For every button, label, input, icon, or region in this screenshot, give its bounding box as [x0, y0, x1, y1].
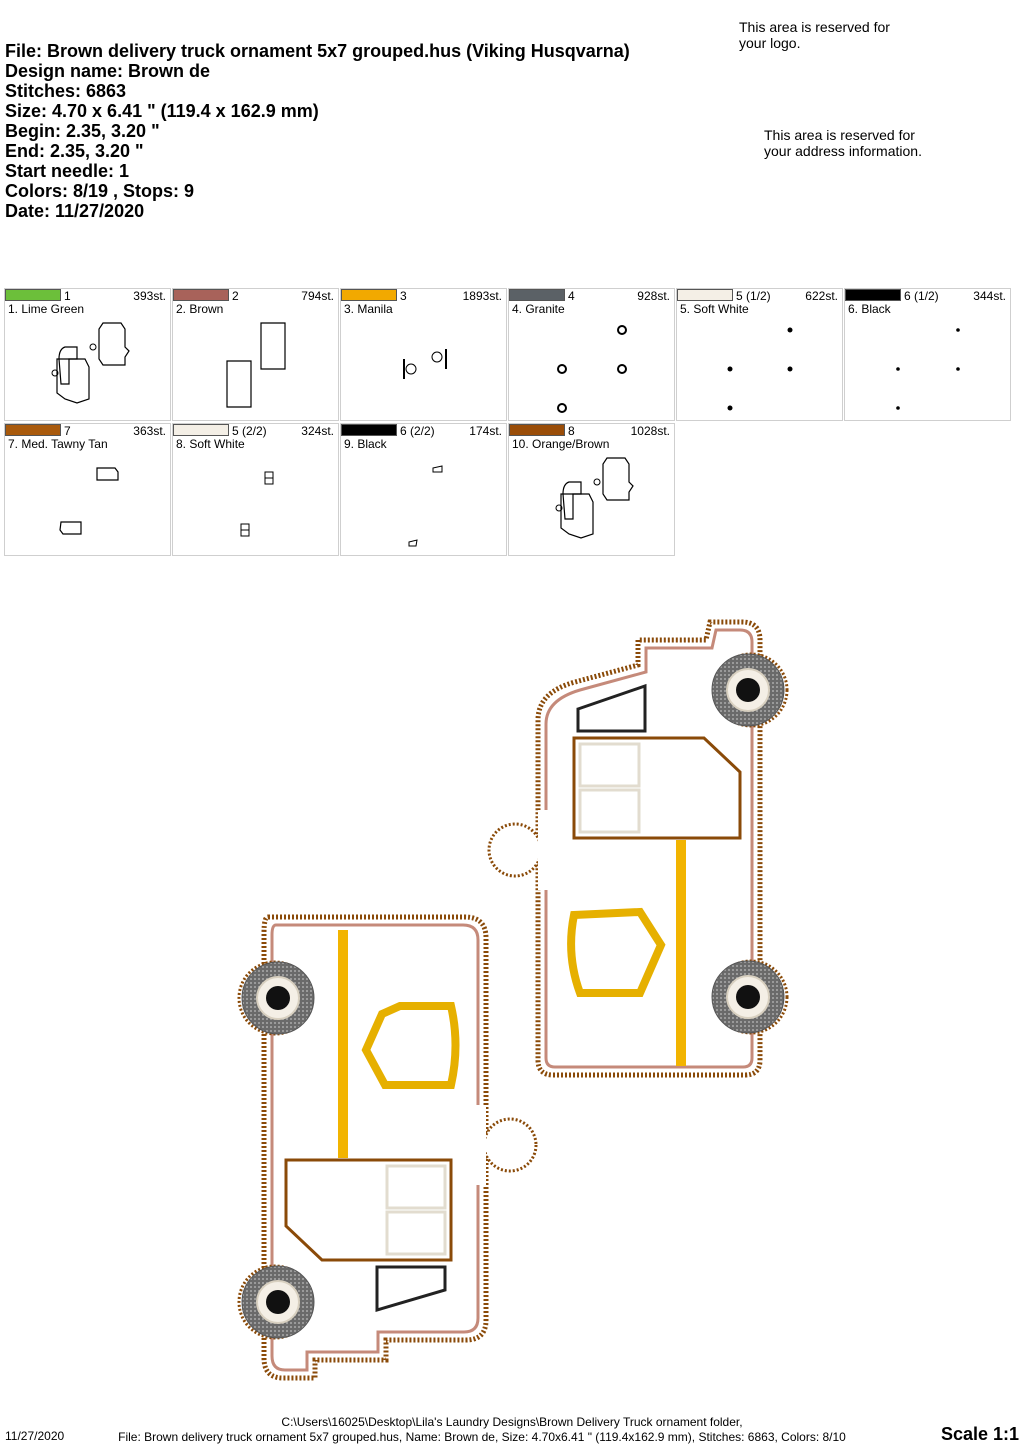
stitch-count: 174st.	[469, 424, 502, 438]
file-line: File: Brown delivery truck ornament 5x7 …	[5, 41, 630, 61]
needle-number: 2	[232, 289, 239, 303]
color-name: 9. Black	[344, 437, 387, 451]
color-name: 2. Brown	[176, 302, 224, 316]
color-swatch	[509, 289, 565, 301]
stitch-count: 393st.	[133, 289, 166, 303]
color-name: 3. Manila	[344, 302, 393, 316]
footer-info-line: File: Brown delivery truck ornament 5x7 …	[118, 1430, 846, 1444]
color-swatch	[509, 424, 565, 436]
color-cell-8: 5 (2/2) 324st. 8. Soft White	[172, 423, 339, 556]
end-line: End: 2.35, 3.20 "	[5, 141, 144, 161]
truck-a-cargo-panel	[284, 1158, 453, 1262]
color-name: 8. Soft White	[176, 437, 245, 451]
needle-number: 6 (2/2)	[400, 424, 435, 438]
start-needle-line: Start needle: 1	[5, 161, 130, 181]
truck-a-logo-shield	[361, 1002, 460, 1089]
footer-file-info: C:\Users\16025\Desktop\Lila's Laundry De…	[0, 1415, 1024, 1445]
color-name: 7. Med. Tawny Tan	[8, 437, 108, 451]
stitch-preview-thumbnail	[59, 467, 119, 535]
stitch-count: 928st.	[637, 289, 670, 303]
stitch-preview-thumbnail	[555, 457, 634, 539]
color-name: 5. Soft White	[680, 302, 749, 316]
color-name: 6. Black	[848, 302, 891, 316]
needle-number: 6 (1/2)	[904, 289, 939, 303]
truck-b-wheel-bottom	[713, 959, 789, 1035]
design-name-line: Design name: Brown de	[5, 61, 211, 81]
color-swatch	[5, 289, 61, 301]
stitch-preview-thumbnail	[240, 471, 274, 537]
stitch-preview-thumbnail	[408, 465, 443, 547]
color-cell-2: 2 794st. 2. Brown	[172, 288, 339, 421]
stitches-line: Stitches: 6863	[5, 81, 127, 101]
address-note: This area is reserved for your address i…	[764, 127, 922, 159]
color-swatch	[173, 289, 229, 301]
truck-b-hanger-loop	[487, 822, 543, 878]
truck-b-outline	[535, 619, 763, 1078]
scale-label: Scale 1:1	[940, 1424, 1019, 1444]
stitch-count: 1028st.	[630, 424, 670, 438]
stitch-count: 794st.	[301, 289, 334, 303]
color-cell-4: 4 928st. 4. Granite	[508, 288, 675, 421]
truck-a-hanger-loop	[482, 1117, 538, 1173]
truck-a-door-stripe	[338, 930, 348, 1158]
stitch-preview-thumbnail	[557, 325, 627, 413]
stitch-preview-thumbnail	[226, 322, 286, 408]
needle-number: 4	[568, 289, 575, 303]
truck-ornament-b	[487, 619, 789, 1078]
color-name: 10. Orange/Brown	[512, 437, 610, 451]
truck-b-cargo-panel	[572, 736, 742, 840]
color-cell-1: 1 393st. 1. Lime Green	[4, 288, 171, 421]
color-swatch	[5, 424, 61, 436]
needle-number: 3	[400, 289, 407, 303]
colors-line: Colors: 8/19 , Stops: 9	[5, 181, 195, 201]
color-swatch	[677, 289, 733, 301]
truck-a-wheel-bottom	[237, 1264, 313, 1340]
stitch-preview-thumbnail	[727, 327, 793, 411]
color-cell-3: 3 1893st. 3. Manila	[340, 288, 507, 421]
logo-note: This area is reserved for your logo.	[739, 19, 890, 51]
color-name: 1. Lime Green	[8, 302, 85, 316]
color-cell-7: 7 363st. 7. Med. Tawny Tan	[4, 423, 171, 556]
stitch-preview-thumbnail	[403, 349, 447, 379]
color-cell-5: 5 (1/2) 622st. 5. Soft White	[676, 288, 843, 421]
color-cell-9: 6 (2/2) 174st. 9. Black	[340, 423, 507, 556]
date-line: Date: 11/27/2020	[5, 201, 145, 221]
color-swatch	[341, 289, 397, 301]
needle-number: 5 (1/2)	[736, 289, 771, 303]
truck-ornament-a	[237, 914, 538, 1381]
truck-b-door-stripe	[676, 840, 686, 1066]
stitch-count: 344st.	[973, 289, 1006, 303]
needle-number: 7	[64, 424, 71, 438]
truck-b-windshield	[576, 683, 647, 733]
color-swatch	[173, 424, 229, 436]
footer-path-line: C:\Users\16025\Desktop\Lila's Laundry De…	[281, 1415, 743, 1429]
stitch-count: 622st.	[805, 289, 838, 303]
needle-number: 1	[64, 289, 71, 303]
stitch-count: 1893st.	[462, 289, 502, 303]
size-line: Size: 4.70 x 6.41 " (119.4 x 162.9 mm)	[5, 101, 319, 121]
color-cell-6: 6 (1/2) 344st. 6. Black	[844, 288, 1011, 421]
stitch-preview-thumbnail	[51, 322, 130, 404]
truck-a-outline	[261, 914, 489, 1381]
truck-a-wheel-top	[237, 960, 313, 1036]
color-name: 4. Granite	[512, 302, 565, 316]
begin-line: Begin: 2.35, 3.20 "	[5, 121, 160, 141]
truck-a-windshield	[375, 1265, 447, 1313]
truck-b-wheel-top	[713, 652, 789, 728]
needle-number: 8	[568, 424, 575, 438]
needle-number: 5 (2/2)	[232, 424, 267, 438]
color-swatch	[341, 424, 397, 436]
stitch-count: 324st.	[301, 424, 334, 438]
truck-b-logo-shield	[567, 907, 666, 997]
footer-date: 11/27/2020	[5, 1429, 65, 1443]
design-info: File: Brown delivery truck ornament 5x7 …	[5, 41, 630, 221]
color-cell-10: 8 1028st. 10. Orange/Brown	[508, 423, 675, 556]
color-swatch	[845, 289, 901, 301]
stitch-preview-thumbnail	[896, 328, 960, 410]
stitch-count: 363st.	[133, 424, 166, 438]
